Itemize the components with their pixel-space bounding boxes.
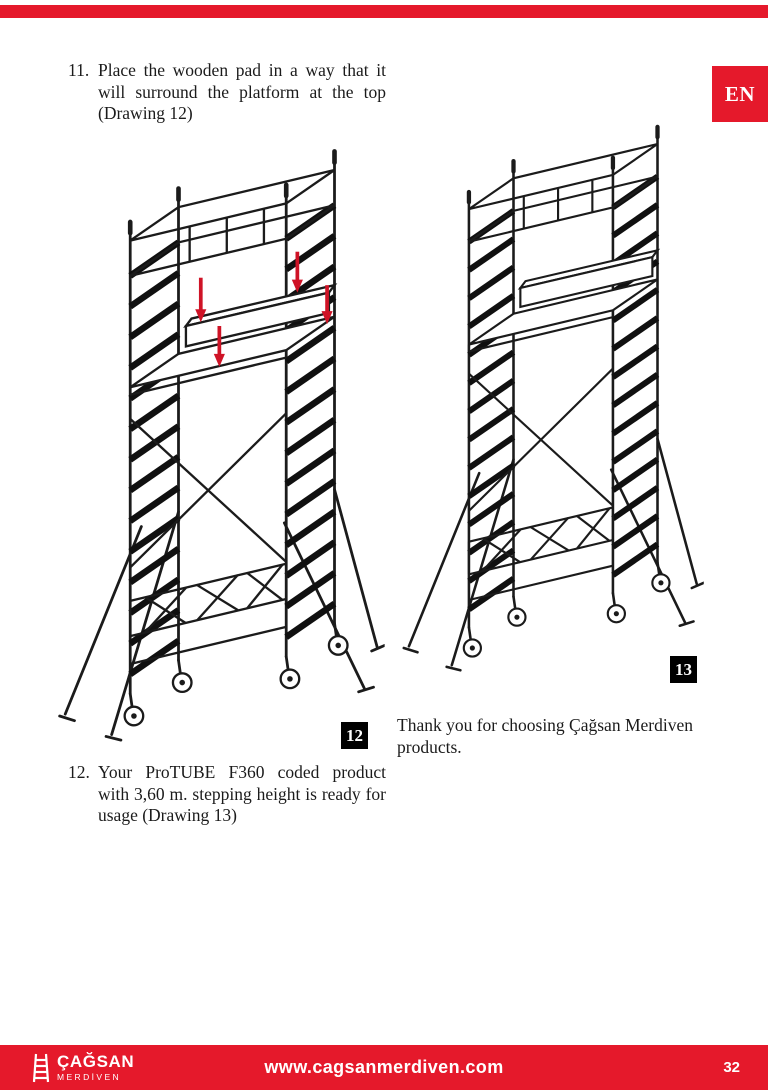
step-12-text: Your ProTUBE F360 coded product with 3,6…: [98, 762, 386, 826]
brand-logo: ÇAĞSAN MERDİVEN: [32, 1053, 134, 1083]
step-11-text: Place the wooden pad in a way that it wi…: [98, 60, 386, 124]
brand-text: ÇAĞSAN MERDİVEN: [57, 1053, 134, 1082]
red-placement-arrows: [195, 251, 333, 367]
thank-you-text: Thank you for choosing Çağsan Merdiven p…: [397, 715, 693, 758]
language-badge: EN: [712, 66, 768, 122]
scaffold-drawing-12: [50, 92, 385, 742]
ladder-icon: [32, 1053, 50, 1082]
scaffold-drawing-13: [392, 72, 707, 672]
drawing-13-figure: [392, 72, 707, 677]
brand-subname: MERDİVEN: [57, 1072, 122, 1083]
drawing-12-label: 12: [341, 722, 368, 749]
brand-name: ÇAĞSAN: [57, 1052, 135, 1072]
footer-url[interactable]: www.cagsanmerdiven.com: [264, 1057, 504, 1077]
top-red-bar: [0, 5, 768, 18]
step-11-number: 11.: [68, 60, 90, 80]
step-12-instruction: 12. Your ProTUBE F360 coded product with…: [68, 762, 386, 827]
footer-bar: ÇAĞSAN MERDİVEN www.cagsanmerdiven.com 3…: [0, 1045, 768, 1090]
drawing-13-label: 13: [670, 656, 697, 683]
step-12-number: 12.: [68, 762, 90, 782]
drawing-12-figure: [50, 92, 385, 747]
page-number: 32: [723, 1059, 740, 1076]
step-11-instruction: 11. Place the wooden pad in a way that i…: [68, 60, 386, 125]
